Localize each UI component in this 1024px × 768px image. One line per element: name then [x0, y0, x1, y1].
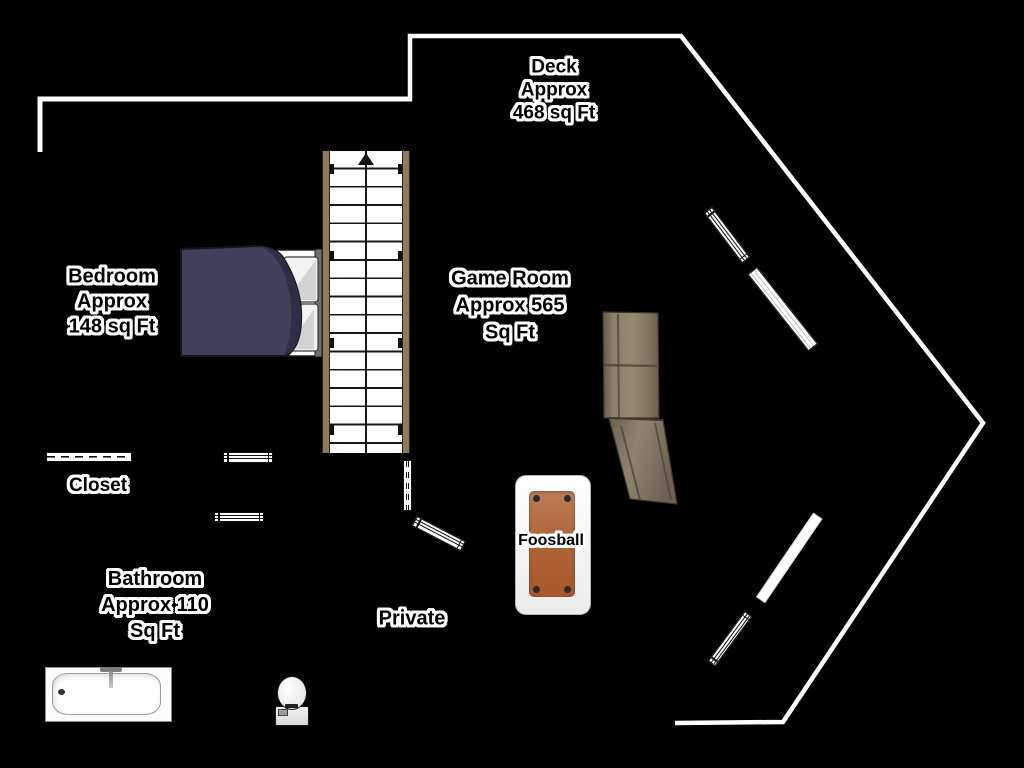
foosball-label-line: Foosball [518, 532, 584, 549]
bathroom-label-line: Sq Ft [129, 620, 180, 642]
bathtub [45, 667, 172, 722]
closet-label-line: Closet [68, 475, 128, 496]
window-symbol [214, 512, 264, 522]
game-room-label: Game Room Approx 565 Sq Ft [451, 266, 569, 347]
bedroom-label-line: 148 sq Ft [68, 315, 156, 338]
private-label-line: Private [378, 607, 446, 630]
bedroom-wall-line [37, 96, 412, 152]
foosball-rod-hole [533, 495, 540, 502]
double-bed [180, 245, 323, 358]
game-room-label-line: Approx 565 [455, 294, 565, 317]
bathtub-faucet-spout [109, 671, 113, 688]
stair-posts [330, 251, 402, 261]
deck-railing-line [407, 33, 986, 726]
bathtub-basin [52, 673, 161, 715]
foosball-rod-hole [564, 586, 571, 593]
bathtub-drain [58, 689, 65, 695]
sofa-lower-section [608, 417, 678, 505]
bed-duvet-fold [257, 246, 302, 356]
foosball-rod-hole [564, 495, 571, 502]
deck-label-line: Approx [520, 79, 588, 101]
bedroom-room-label: Bedroom Approx 148 sq Ft [68, 265, 156, 340]
foosball-playfield [529, 491, 575, 597]
game-room-label-line: Sq Ft [485, 321, 535, 344]
deck-label-line: Deck [531, 56, 577, 78]
stair-posts [330, 338, 402, 348]
closet-room-label: Closet [69, 475, 127, 497]
bathroom-label-line: Approx 110 [101, 594, 209, 616]
deck-room-label: Deck Approx 468 sq Ft [513, 56, 595, 125]
toilet [274, 676, 310, 726]
closet-rod-symbol [46, 452, 132, 462]
window-symbol [223, 452, 273, 463]
private-room-label: Private [379, 608, 446, 631]
toilet-flush-button [278, 709, 288, 716]
bathroom-room-label: Bathroom Approx 110 Sq Ft [101, 566, 209, 644]
stair-rail-right [402, 151, 410, 453]
bedroom-label-line: Bedroom [68, 265, 156, 288]
bathroom-label-line: Bathroom [107, 568, 203, 590]
deck-label-line: 468 sq Ft [512, 102, 596, 124]
stair-posts [330, 425, 402, 435]
doorway-symbol [403, 460, 412, 511]
game-room-label-line: Game Room [451, 267, 569, 290]
stair-up-arrow-icon [358, 153, 374, 165]
sectional-sofa [602, 311, 678, 505]
stair-posts [330, 164, 402, 174]
stair-rail-left [322, 151, 330, 453]
staircase [322, 151, 410, 453]
foosball-rod-hole [533, 586, 540, 593]
bedroom-label-line: Approx [76, 290, 147, 313]
bathtub-faucet [100, 667, 122, 672]
foosball-table [515, 475, 591, 615]
stair-treads [330, 151, 402, 453]
foosball-label: Foosball [518, 532, 584, 550]
toilet-hinge [285, 704, 298, 708]
